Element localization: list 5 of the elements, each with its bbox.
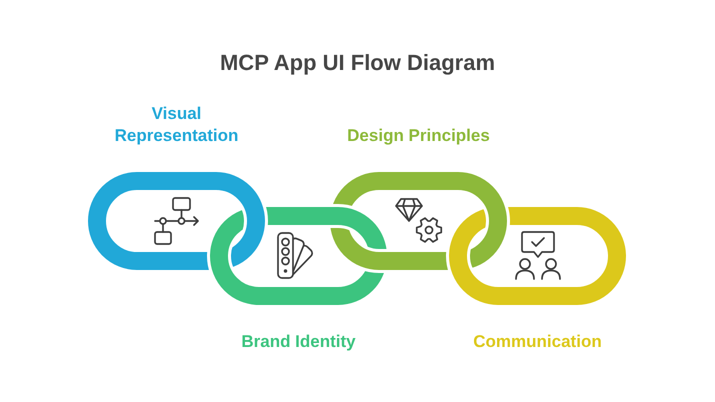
diagram-title: MCP App UI Flow Diagram	[220, 49, 496, 76]
link-label: Brand Identity	[241, 331, 356, 353]
link-label: Communication	[473, 331, 602, 353]
link-label: Design Principles	[347, 125, 490, 147]
link-label: Visual Representation	[114, 103, 240, 147]
